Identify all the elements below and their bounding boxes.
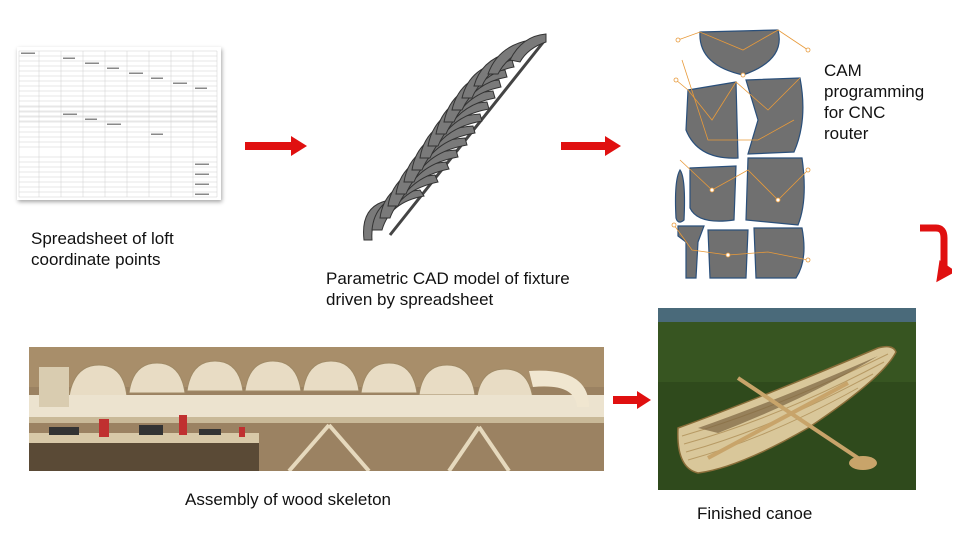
cad-caption: Parametric CAD model of fixture driven b… xyxy=(326,268,570,310)
cad-caption-line-1: Parametric CAD model of fixture xyxy=(326,269,570,288)
cad-model-image xyxy=(350,30,555,255)
cam-caption-line-3: for CNC xyxy=(824,103,886,122)
assembly-photo xyxy=(29,347,604,471)
arrow-right-2 xyxy=(561,136,621,156)
spreadsheet-caption-line-1: Spreadsheet of loft xyxy=(31,229,174,248)
cam-caption-line-1: CAM xyxy=(824,61,862,80)
cad-caption-line-2: driven by spreadsheet xyxy=(326,290,494,309)
finished-canoe-photo xyxy=(658,308,916,490)
cam-caption-line-2: programming xyxy=(824,82,925,101)
canoe-caption: Finished canoe xyxy=(697,504,813,523)
arrow-right-1 xyxy=(245,136,307,156)
cam-caption: CAM programming for CNC router xyxy=(824,60,924,144)
spreadsheet-grid xyxy=(17,47,221,200)
arrow-curved-down xyxy=(920,224,952,283)
spreadsheet-image xyxy=(17,47,221,200)
spreadsheet-caption: Spreadsheet of loft coordinate points xyxy=(31,228,174,270)
cam-caption-line-4: router xyxy=(824,124,869,143)
spreadsheet-caption-line-2: coordinate points xyxy=(31,250,161,269)
cam-toolpath-image xyxy=(668,20,818,285)
assembly-caption: Assembly of wood skeleton xyxy=(185,490,391,509)
arrow-right-3 xyxy=(613,391,651,409)
